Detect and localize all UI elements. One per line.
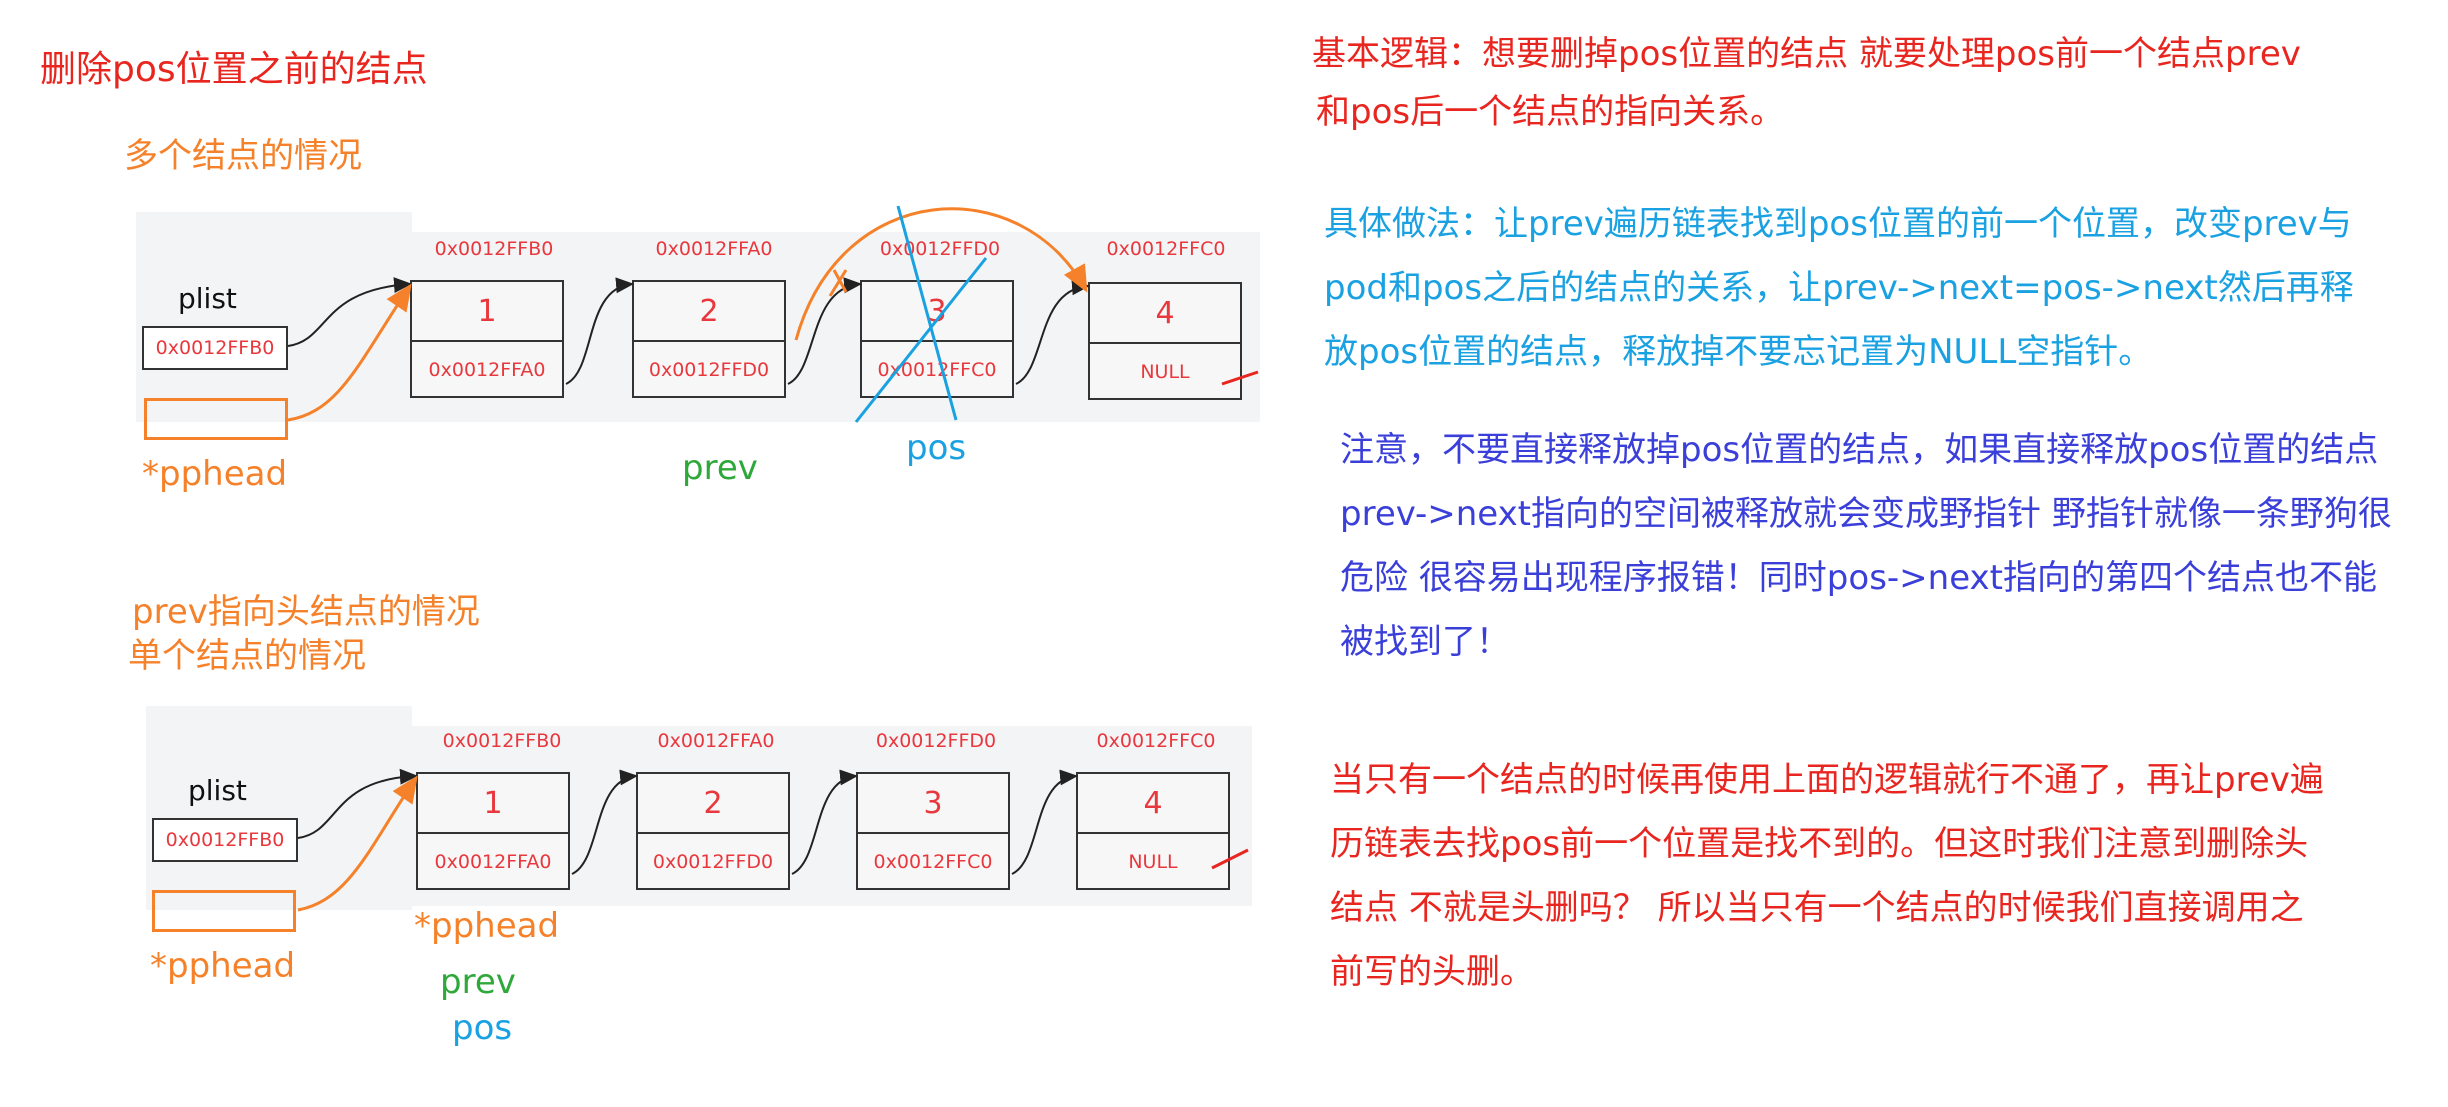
arrow xyxy=(1015,279,1090,385)
node-address: 0x0012FFD0 xyxy=(875,730,997,752)
node-next: 0x0012FFD0 xyxy=(648,359,770,381)
top-diagram-bg-left xyxy=(136,212,412,422)
section-title: 删除pos位置之前的结点 xyxy=(40,49,428,90)
node-next: 0x0012FFA0 xyxy=(434,851,552,873)
node-data: 4 xyxy=(1078,774,1228,834)
list-node: 4 NULL xyxy=(1076,772,1230,890)
head-node-title: prev指向头结点的情况 xyxy=(132,592,480,632)
pphead-box xyxy=(152,890,296,932)
method-paragraph: 具体做法：让prev遍历链表找到pos位置的前一个位置，改变prev与pod和p… xyxy=(1324,204,2354,372)
node-address: 0x0012FFC0 xyxy=(1106,238,1226,260)
pphead-label-node: *pphead xyxy=(414,906,560,946)
arrow xyxy=(571,769,638,875)
list-node: 1 0x0012FFA0 xyxy=(410,280,564,398)
node-next: 0x0012FFD0 xyxy=(652,851,774,873)
arrow xyxy=(565,277,634,385)
plist-label: plist xyxy=(178,282,237,315)
null-mark xyxy=(1211,848,1249,870)
node-address: 0x0012FFB0 xyxy=(434,238,554,260)
node-data: 2 xyxy=(634,282,784,342)
arrow xyxy=(1011,769,1078,875)
arrow xyxy=(287,277,412,347)
list-node-pos: 3 0x0012FFC0 xyxy=(860,280,1014,398)
node-data: 1 xyxy=(418,774,568,834)
logic-line-2: 和pos后一个结点的指向关系。 xyxy=(1316,92,1785,132)
node-next: 0x0012FFA0 xyxy=(428,359,546,381)
arrow xyxy=(791,769,858,875)
node-next: 0x0012FFC0 xyxy=(877,359,997,381)
plist-box: 0x0012FFB0 xyxy=(142,326,288,370)
null-mark xyxy=(1221,370,1259,386)
cross-mark xyxy=(854,257,988,423)
single-node-title: 单个结点的情况 xyxy=(128,636,366,676)
prev-next-arrow xyxy=(794,207,1088,341)
pos-label: pos xyxy=(452,1008,513,1048)
list-node: 3 0x0012FFC0 xyxy=(856,772,1010,890)
node-next: NULL xyxy=(1140,361,1190,383)
single-node-paragraph: 当只有一个结点的时候再使用上面的逻辑就行不通了，再让prev遍历链表去找pos前… xyxy=(1330,760,2324,992)
node-data: 3 xyxy=(858,774,1008,834)
node-data: 3 xyxy=(862,282,1012,342)
orange-mark xyxy=(828,269,848,297)
cross-mark xyxy=(896,205,958,421)
logic-line-1: 基本逻辑：想要删掉pos位置的结点 就要处理pos前一个结点prev xyxy=(1312,34,2301,74)
node-data: 4 xyxy=(1090,284,1240,344)
pphead-arrow xyxy=(297,775,418,912)
node-data: 1 xyxy=(412,282,562,342)
plist-box: 0x0012FFB0 xyxy=(152,818,298,862)
list-node-head: 1 0x0012FFA0 xyxy=(416,772,570,890)
plist-label: plist xyxy=(188,774,247,807)
note-paragraph: 注意，不要直接释放掉pos位置的结点，如果直接释放pos位置的结点prev->n… xyxy=(1340,430,2392,662)
list-node: 2 0x0012FFD0 xyxy=(632,280,786,398)
pos-label: pos xyxy=(906,428,967,468)
node-next: NULL xyxy=(1128,851,1178,873)
prev-label: prev xyxy=(682,448,758,488)
node-address: 0x0012FFA0 xyxy=(655,238,773,260)
pphead-label: *pphead xyxy=(150,946,296,986)
pphead-arrow xyxy=(287,283,412,422)
arrow xyxy=(297,768,418,839)
pphead-label: *pphead xyxy=(142,454,288,494)
bottom-diagram-bg-left xyxy=(146,706,412,910)
node-address: 0x0012FFC0 xyxy=(1096,730,1216,752)
list-node: 4 NULL xyxy=(1088,282,1242,400)
multi-node-title: 多个结点的情况 xyxy=(124,136,362,176)
node-next: 0x0012FFC0 xyxy=(873,851,993,873)
node-data: 2 xyxy=(638,774,788,834)
prev-label: prev xyxy=(440,962,516,1002)
node-address: 0x0012FFA0 xyxy=(657,730,775,752)
list-node: 2 0x0012FFD0 xyxy=(636,772,790,890)
pphead-box xyxy=(144,398,288,440)
node-address: 0x0012FFB0 xyxy=(442,730,562,752)
